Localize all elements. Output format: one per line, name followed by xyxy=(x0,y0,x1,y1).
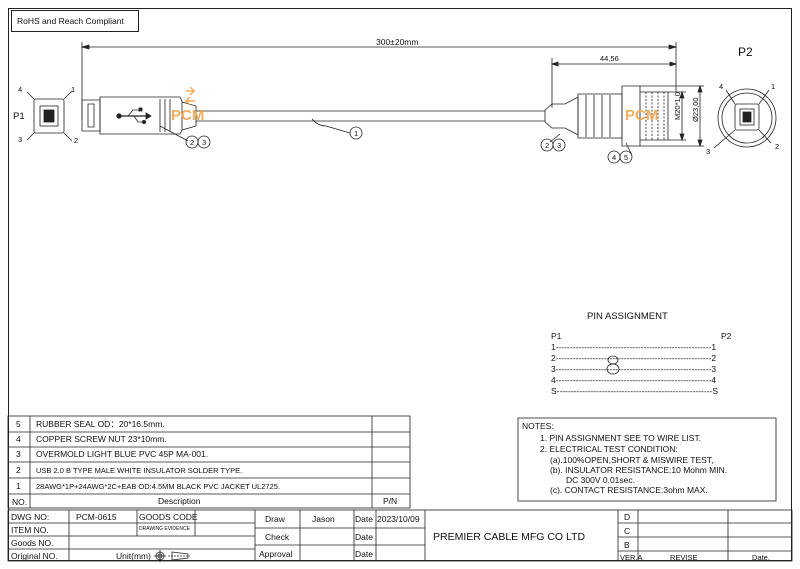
date-value: 2023/10/09 xyxy=(377,514,420,524)
p2-pin3: 3 xyxy=(706,147,711,156)
check-label: Check xyxy=(265,532,290,542)
goods-code-label: GOODS CODE xyxy=(139,512,198,522)
date-label: Date xyxy=(355,549,373,559)
pin-row: 1---------------------------------------… xyxy=(551,342,717,352)
pin-row: 2---------------------------------------… xyxy=(551,353,717,363)
dwg-no-value: PCM-0615 xyxy=(76,512,117,522)
p1-pin1: 1 xyxy=(71,85,76,94)
drawing-evidence-label: DRAWING EVIDENCE xyxy=(139,526,190,532)
p1-pin4: 4 xyxy=(18,85,23,94)
callout-1: 1 xyxy=(354,129,359,138)
pin-assignment-title: PIN ASSIGNMENT xyxy=(587,311,668,322)
bom-header-pn: P/N xyxy=(383,496,398,506)
dwg-no-label: DWG NO: xyxy=(11,512,50,522)
bom-no: 5 xyxy=(16,419,21,429)
dim-m20-label: M20*1.0 xyxy=(673,92,682,120)
callout-4: 4 xyxy=(612,153,617,162)
callout-2b: 2 xyxy=(545,141,550,150)
pin-col-right: P2 xyxy=(721,331,732,341)
callout-circle-3a xyxy=(197,135,211,149)
bom-no: 4 xyxy=(16,434,21,444)
date-label: Date xyxy=(355,532,373,542)
bom-desc: COPPER SCREW NUT 23*10mm. xyxy=(36,434,167,444)
original-no-label: Original NO. xyxy=(11,551,58,561)
note-line: 2. ELECTRICAL TEST CONDITION: xyxy=(540,444,678,454)
title-block-border xyxy=(7,509,793,562)
note-line: (a).100%OPEN,SHORT & MISWIRE TEST, xyxy=(550,455,714,465)
bom-header-desc: Description xyxy=(158,496,201,506)
p1-connector-face xyxy=(33,98,65,134)
p1-pin3: 3 xyxy=(18,135,23,144)
item-no-label: ITEM NO. xyxy=(11,525,49,535)
notes-box xyxy=(517,417,777,502)
p1-label: P1 xyxy=(13,111,25,122)
callout-5: 5 xyxy=(624,153,629,162)
bom-no: 3 xyxy=(16,449,21,459)
p2-face-outer xyxy=(717,88,777,148)
date-col-label: Date. xyxy=(752,553,770,562)
note-line: (c). CONTACT RESISTANCE:3ohm MAX. xyxy=(550,485,708,495)
bom-no: 2 xyxy=(16,465,21,475)
unit-label: Unit(mm) xyxy=(116,551,151,561)
callout-circle-5 xyxy=(619,150,633,164)
p2-pin1: 1 xyxy=(771,82,776,91)
date-label: Date xyxy=(355,514,373,524)
draw-label: Draw xyxy=(265,514,285,524)
rev-letter: D xyxy=(624,512,631,522)
bom-desc: OVERMOLD LIGHT BLUE PVC 45P MA-001. xyxy=(36,449,209,459)
bom-no: 1 xyxy=(16,481,21,491)
pin-row: S---------------------------------------… xyxy=(551,386,719,396)
rev-letter: C xyxy=(624,526,631,536)
bom-header-no: NO. xyxy=(12,497,28,507)
drawer-name: Jason xyxy=(312,514,335,524)
drawing-frame xyxy=(8,8,792,561)
p2-pin2: 2 xyxy=(775,142,780,151)
callout-2a: 2 xyxy=(190,138,195,147)
approval-label: Approval xyxy=(259,549,293,559)
pin-row: 4---------------------------------------… xyxy=(551,375,717,385)
rev-letter: B xyxy=(624,540,630,550)
pin-row: 3---------------------------------------… xyxy=(551,364,717,374)
notes-title: NOTES: xyxy=(522,421,554,431)
bom-desc: 28AWG*1P+24AWG*2C+EAB OD:4.5MM BLACK PVC… xyxy=(36,482,280,491)
p1-pin2: 2 xyxy=(74,136,79,145)
note-line: (b). INSULATOR RESISTANCE:10 Mohm MIN. xyxy=(550,465,728,475)
revise-label: REVISE xyxy=(670,553,698,562)
pcm-watermark-left: PCM xyxy=(171,107,205,124)
usb-b-plug-metal xyxy=(81,99,101,132)
length-dimension-label: 300±20mm xyxy=(376,37,419,47)
p2-pin4: 4 xyxy=(719,82,724,91)
p2-boot xyxy=(544,96,579,136)
note-line: DC 300V 0.01sec. xyxy=(566,475,635,485)
pin-col-left: P1 xyxy=(551,331,562,341)
p2-label: P2 xyxy=(738,45,753,59)
bom-desc: USB 2.0 B TYPE MALE WHITE INSULATOR SOLD… xyxy=(36,466,243,475)
goods-no-label: Goods NO. xyxy=(11,538,54,548)
dim-diameter-label: Ø23,00 xyxy=(691,97,700,122)
dim-44-label: 44,56 xyxy=(600,54,619,63)
pcm-watermark-right: PCM xyxy=(625,107,659,124)
callout-3a: 3 xyxy=(202,138,207,147)
callout-circle-1 xyxy=(349,126,363,140)
bom-desc: RUBBER SEAL OD：20*16.5mm. xyxy=(36,419,165,429)
ver-label: VER.A xyxy=(620,553,643,562)
compliance-box: RoHS and Reach Compliant xyxy=(11,10,139,32)
callout-3b: 3 xyxy=(557,141,562,150)
note-line: 1. PIN ASSIGNMENT SEE TO WIRE LIST. xyxy=(540,433,702,443)
company-name: PREMIER CABLE MFG CO LTD xyxy=(433,531,586,543)
callout-circle-3b xyxy=(552,138,566,152)
p2-overmold xyxy=(577,93,623,139)
